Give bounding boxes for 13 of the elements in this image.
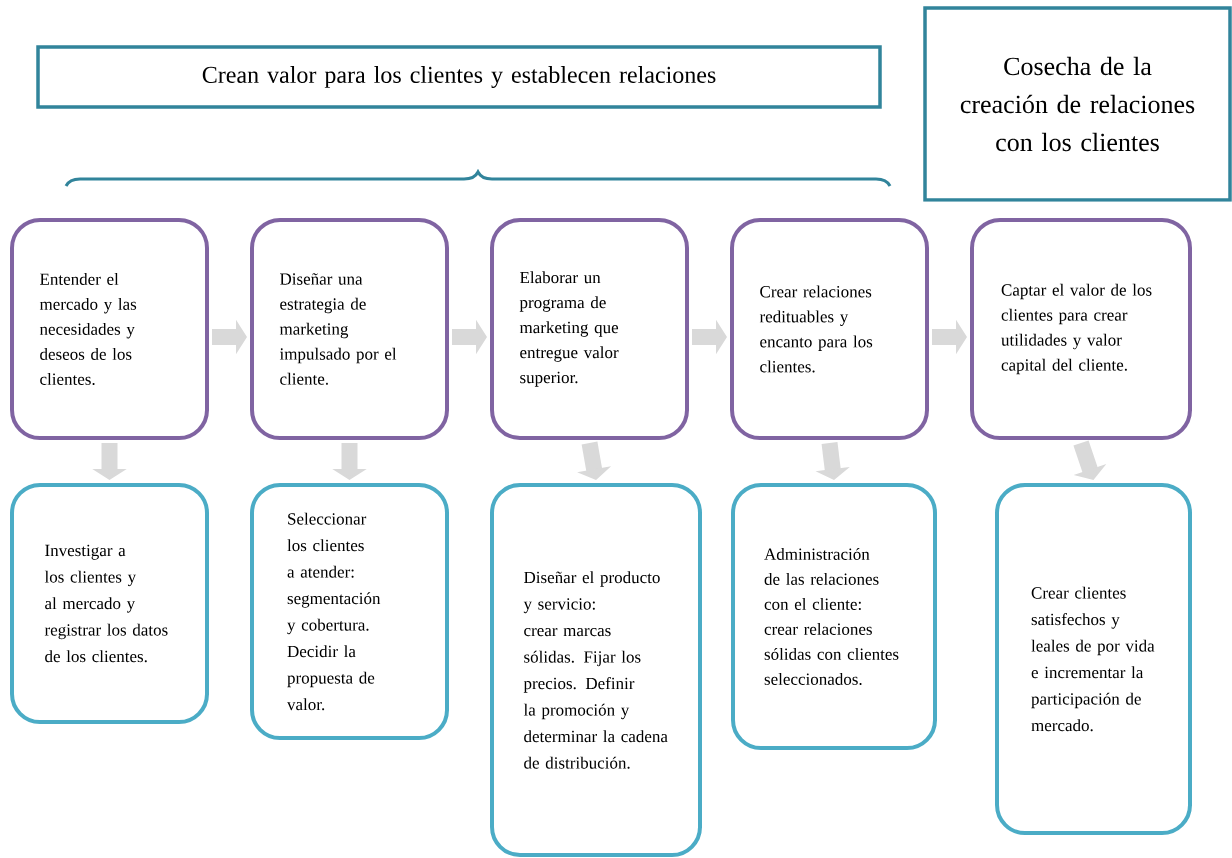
activity-box: Investigar a los clientes y al mercado y registrar los datos de los clientes. [10, 483, 209, 724]
activity-box: Seleccionar los clientes a atender: segmentación y cobertura. Decidir la propuesta de valor. [250, 483, 449, 740]
step-box: Diseñar una estrategia de marketing impulsado por el cliente. [250, 218, 449, 440]
activity-box: Crear clientes satisfechos y leales de por vida e incrementar la participación de mercado. [995, 483, 1192, 835]
step-box: Captar el valor de los clientes para crear utilidades y valor capital del cliente. [970, 218, 1192, 440]
step-box: Elaborar un programa de marketing que entregue valor superior. [490, 218, 689, 440]
step-box: Entender el mercado y las necesidades y deseos de los clientes. [10, 218, 209, 440]
step-box: Crear relaciones redituables y encanto para los clientes. [730, 218, 929, 440]
title-box: Cosecha de la creación de relaciones con los clientes [923, 6, 1232, 202]
title-box: Crean valor para los clientes y establecen relaciones [36, 45, 882, 109]
activity-box: Diseñar el producto y servicio: crear marcas sólidas. Fijar los precios. Definir la promoción y determinar la cadena de distribución. [490, 483, 702, 857]
chevron-arrow [1073, 440, 1107, 480]
activity-box: Administración de las relaciones con el cliente: crear relaciones sólidas con clientes seleccionados. [731, 483, 937, 750]
